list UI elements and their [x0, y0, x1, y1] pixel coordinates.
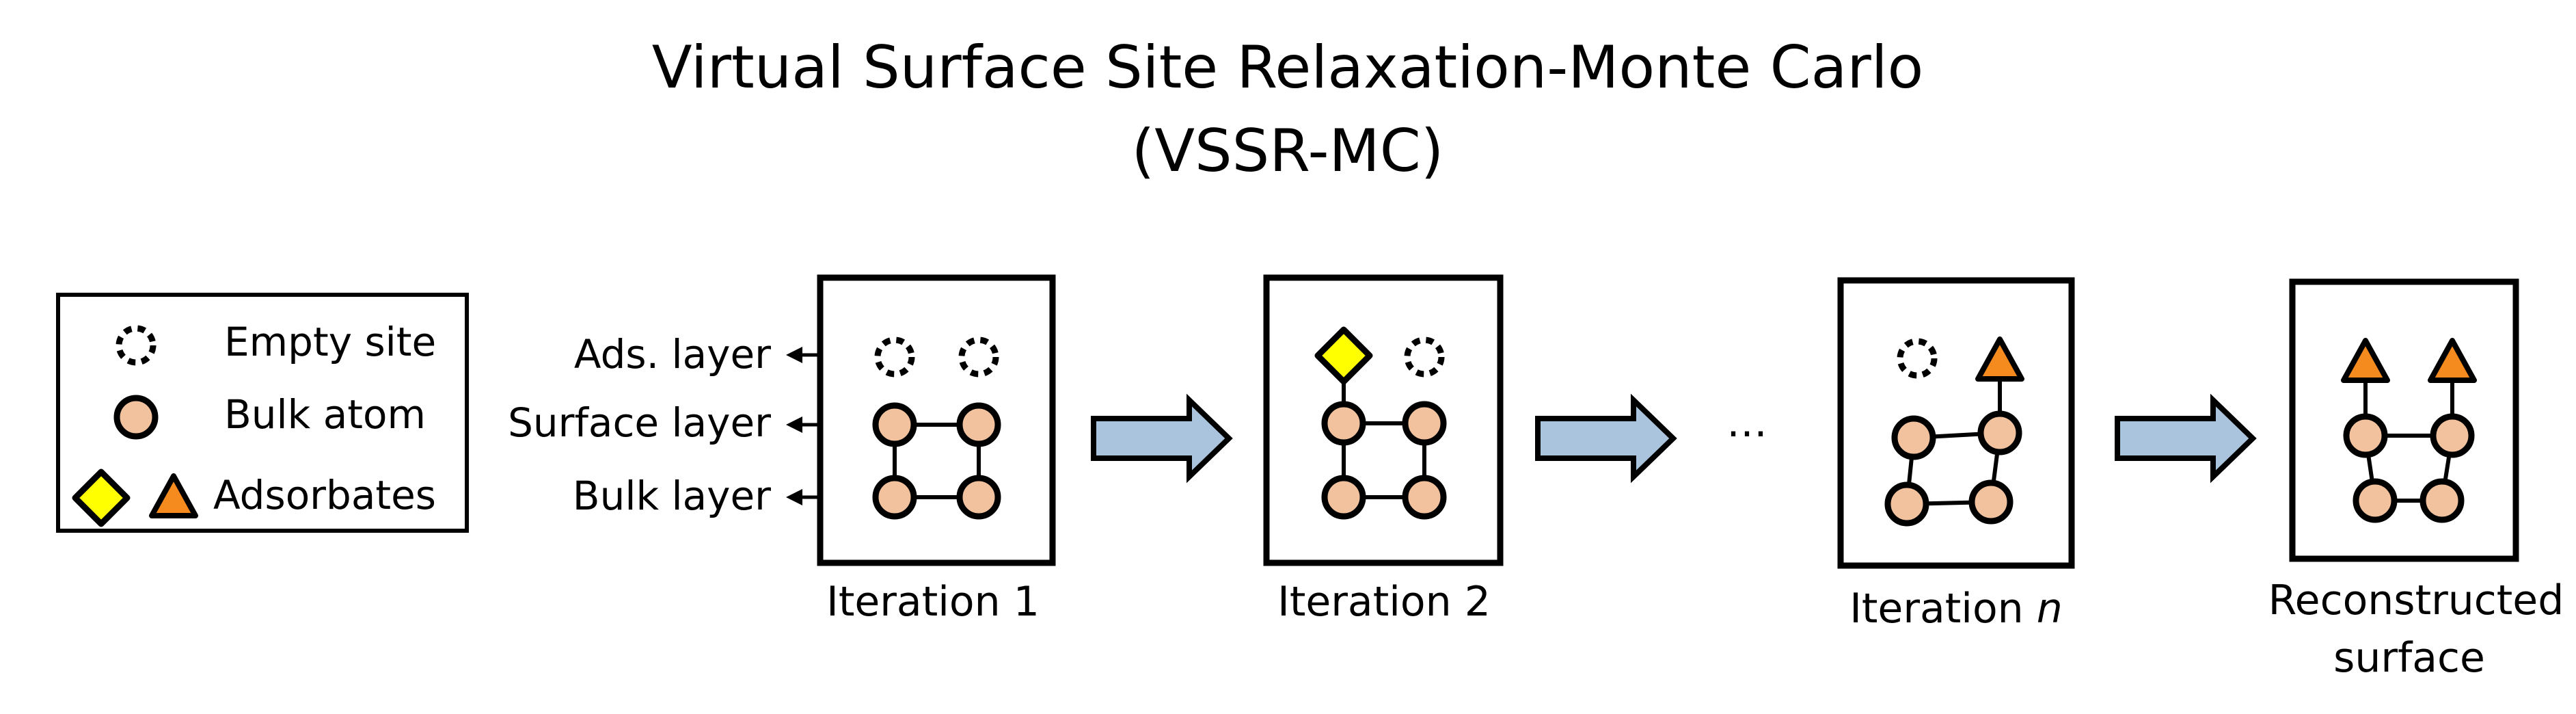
- iteration-n-caption: Iteration n: [1849, 585, 2063, 633]
- iteration-1-caption: Iteration 1: [826, 578, 1040, 626]
- bulk-atom-icon: [1321, 475, 1366, 520]
- bulk-atom-icon: [956, 475, 1001, 520]
- bulk-atom-icon: [1977, 410, 2022, 455]
- panel-iteration-2: Iteration 2: [1263, 274, 1504, 626]
- bulk-atom-icon: [872, 475, 917, 520]
- legend: Empty site Bulk atom Adsorbates: [56, 293, 469, 533]
- diamond-adsorbate-icon: [1314, 326, 1373, 385]
- triangle-adsorbate-icon: [2341, 338, 2390, 383]
- block-arrow-right-icon: [1535, 393, 1677, 484]
- legend-diamond-adsorbate-icon: [72, 468, 131, 527]
- bulk-atom-icon: [1321, 401, 1366, 446]
- bulk-atom-icon: [956, 402, 1001, 447]
- legend-triangle-adsorbate-icon: [149, 473, 198, 518]
- diagram-title-line2: (VSSR-MC): [1132, 117, 1444, 185]
- panel-frame: [1837, 277, 2075, 569]
- panel-iteration-n: Iteration n: [1837, 277, 2075, 633]
- empty-site-icon: [1404, 336, 1445, 378]
- empty-site-icon: [958, 336, 999, 378]
- legend-empty-site-icon: [116, 325, 157, 366]
- bulk-atom-icon: [1884, 481, 1929, 527]
- block-arrow-right-icon: [2115, 393, 2257, 484]
- iteration-n-variable: n: [2037, 585, 2063, 633]
- bulk-layer-label: Bulk layer: [573, 473, 771, 519]
- iteration-2-caption: Iteration 2: [1277, 578, 1491, 626]
- panel-reconstructed-surface: Reconstructed surface: [2268, 278, 2564, 682]
- panel-frame: [817, 274, 1056, 566]
- reconstructed-caption-line1: Reconstructed: [2268, 577, 2564, 624]
- bulk-atom-icon: [2353, 478, 2398, 523]
- empty-site-icon: [1897, 338, 1938, 379]
- triangle-adsorbate-icon: [1975, 336, 2024, 382]
- bulk-atom-icon: [2430, 413, 2475, 458]
- bulk-atom-icon: [1891, 415, 1936, 460]
- bulk-atom-icon: [1968, 479, 2014, 525]
- diagram-title-line1: Virtual Surface Site Relaxation-Monte Ca…: [652, 34, 1923, 102]
- bulk-layer-arrowhead: [786, 489, 802, 505]
- legend-bulk-atom-label: Bulk atom: [224, 391, 426, 438]
- triangle-adsorbate-icon: [2428, 338, 2477, 383]
- empty-site-icon: [874, 336, 915, 378]
- legend-empty-site-label: Empty site: [224, 319, 436, 365]
- iteration-n-prefix: Iteration: [1849, 585, 2037, 633]
- bulk-atom-icon: [1402, 475, 1447, 520]
- layer-labels: Ads. layer Surface layer Bulk layer: [508, 331, 842, 519]
- ads-layer-label: Ads. layer: [574, 331, 771, 378]
- bulk-atom-icon: [1402, 401, 1447, 446]
- panel-iteration-1: Iteration 1: [817, 274, 1056, 626]
- ads-layer-arrowhead: [786, 347, 802, 363]
- bulk-atom-icon: [872, 402, 917, 447]
- legend-bulk-atom-icon: [113, 395, 159, 440]
- ellipsis: …: [1726, 399, 1767, 447]
- panel-frame: [1263, 274, 1504, 566]
- panel-frame: [2289, 278, 2519, 562]
- legend-adsorbates-label: Adsorbates: [213, 472, 436, 518]
- reconstructed-caption-line2: surface: [2333, 634, 2485, 682]
- surface-layer-arrowhead: [786, 416, 802, 433]
- block-arrow-right-icon: [1091, 393, 1233, 484]
- bulk-atom-icon: [2343, 413, 2388, 458]
- bulk-atom-icon: [2419, 478, 2465, 523]
- surface-layer-label: Surface layer: [508, 399, 771, 446]
